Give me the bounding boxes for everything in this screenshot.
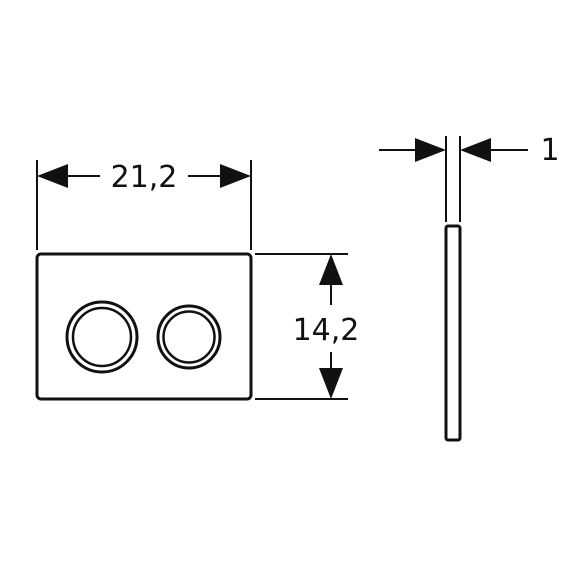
front-plate [35,252,253,401]
width-label: 21,2 [111,160,178,195]
thickness-arrow-right [460,138,491,162]
large-flush-button [65,300,139,374]
thickness-label: 1 [540,133,559,168]
side-plate [444,224,462,442]
thickness-dimension: 1 [379,133,560,222]
width-arrow-right [220,164,251,188]
width-dimension: 21,2 [36,160,252,250]
height-dimension: 14,2 [255,253,360,400]
side-view [444,224,462,442]
width-arrow-left [37,164,68,188]
height-arrow-top [319,254,343,285]
height-arrow-bottom [319,368,343,399]
thickness-arrow-left [415,138,446,162]
small-flush-button [156,304,222,370]
height-label: 14,2 [293,313,360,348]
front-view [35,252,253,401]
